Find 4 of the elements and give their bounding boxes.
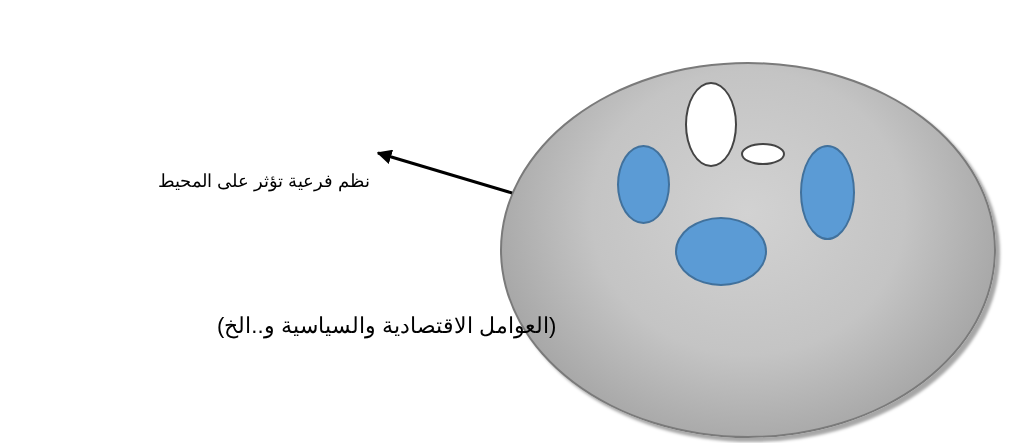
note-text: (العوامل الاقتصادية والسياسية و..الخ)	[217, 313, 557, 339]
annotation-text: نظم فرعية تؤثر على المحيط	[150, 150, 378, 200]
arrow	[376, 149, 513, 195]
opening-ellipse	[741, 143, 785, 165]
